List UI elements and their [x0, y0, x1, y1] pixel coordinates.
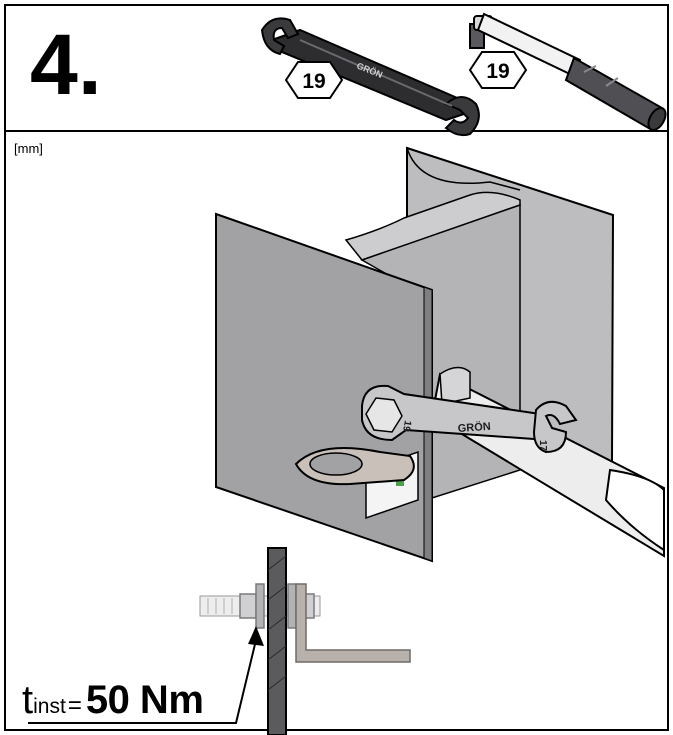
size-badge-torque-label: 19: [486, 60, 509, 83]
torque-equals: =: [67, 692, 82, 719]
bolt-detail: [199, 547, 411, 735]
scene-wrench-head-mark: 19: [400, 419, 413, 432]
open-end-wrench-scene: GRÖN 17 19: [361, 384, 578, 454]
open-end-wrench-icon: GRÖN: [260, 17, 480, 137]
torque-spec: tinst=50 Nm: [22, 675, 204, 725]
unit-label: [mm]: [14, 141, 43, 156]
size-badge-torque: 19: [468, 51, 528, 89]
step-number: 4.: [30, 17, 102, 113]
scene-wrench-brand: GRÖN: [457, 420, 491, 435]
size-badge-wrench-label: 19: [302, 70, 325, 93]
torque-leader-arrow: [28, 626, 264, 724]
torque-subscript: inst: [33, 695, 66, 718]
size-badge-wrench: 19: [284, 61, 344, 99]
torque-wrench-icon: [469, 12, 667, 132]
scene-wrench-end-mark: 17: [537, 440, 548, 452]
torque-symbol: t: [22, 678, 34, 722]
anchor-ring: [294, 447, 415, 486]
torque-value: 50 Nm: [85, 678, 204, 722]
